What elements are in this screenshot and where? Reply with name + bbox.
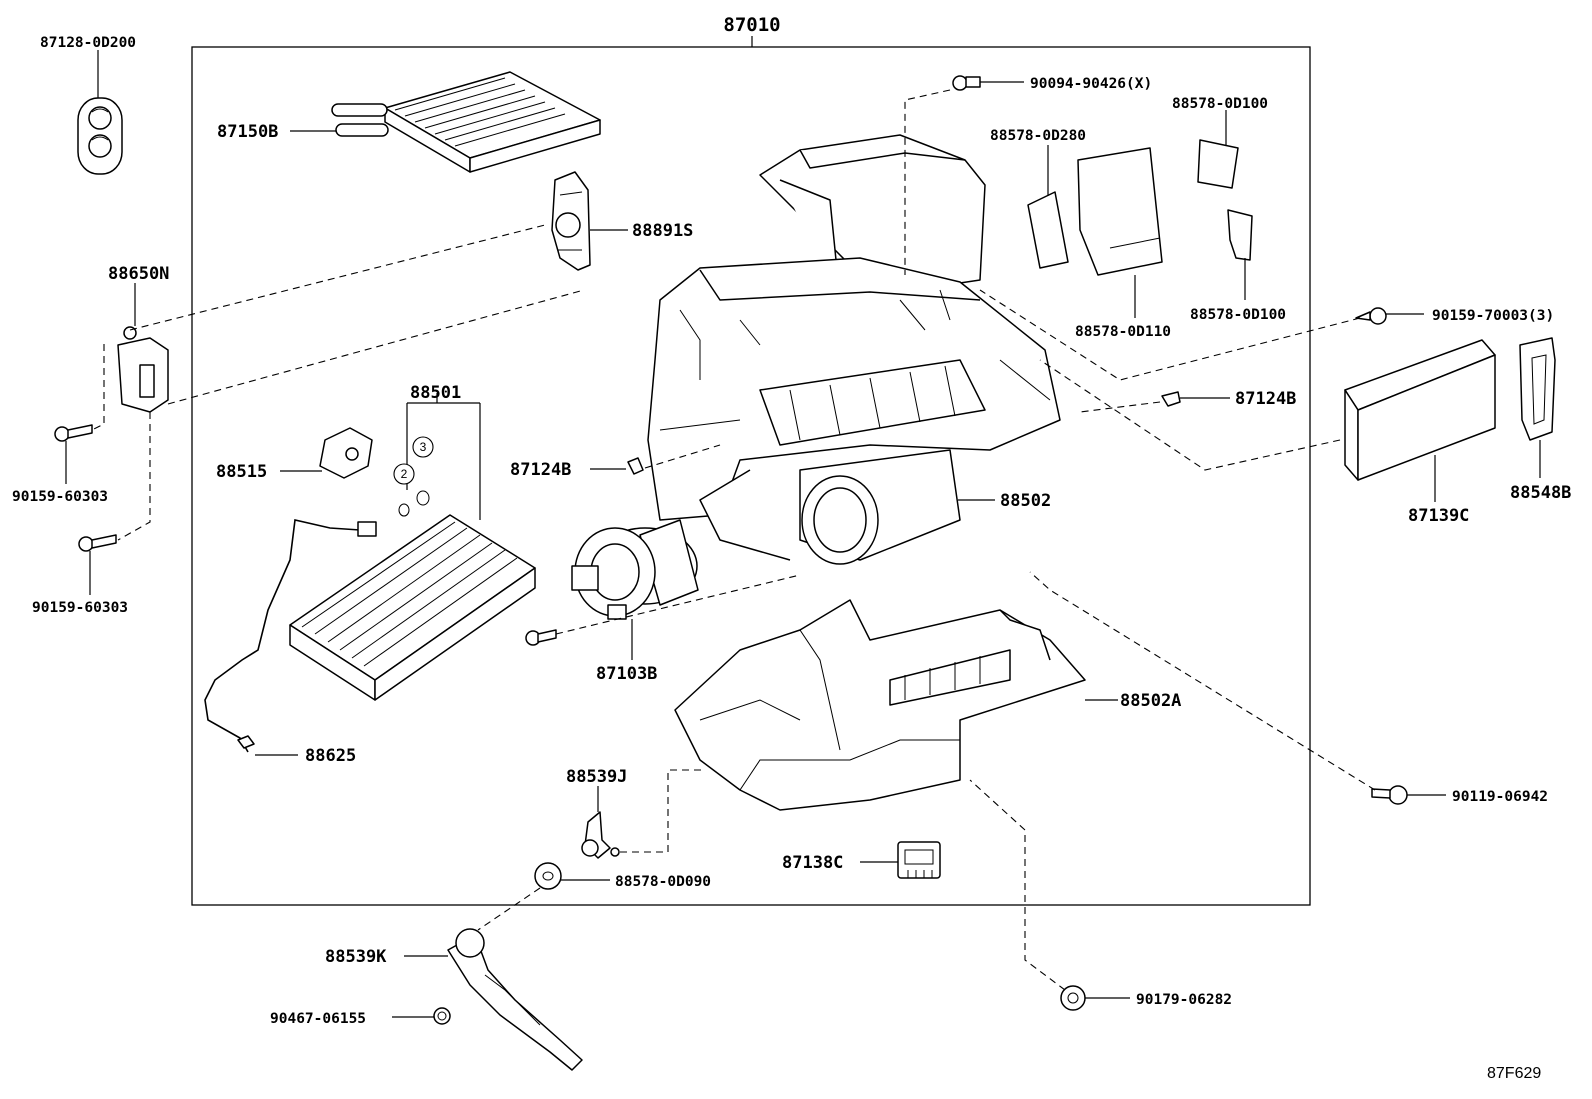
grommet-87128-0D200[interactable]: [77, 97, 123, 175]
label-88578-0D090: 88578-0D090: [615, 874, 711, 890]
label-88548B: 88548B: [1510, 483, 1571, 503]
label-90119-06942: 90119-06942: [1452, 789, 1548, 805]
label-87124B-left: 87124B: [510, 460, 571, 480]
screw-90159-60303-a[interactable]: [54, 424, 93, 442]
label-87124B-right: 87124B: [1235, 389, 1296, 409]
label-88502: 88502: [1000, 491, 1051, 511]
label-90467-06155: 90467-06155: [270, 1011, 366, 1027]
connector-87138C[interactable]: [897, 841, 941, 879]
label-87128-0D200: 87128-0D200: [40, 35, 136, 51]
clip-87124B-right[interactable]: [1161, 391, 1181, 407]
thermistor-88625[interactable]: [204, 519, 377, 753]
callout-2: 2: [393, 463, 415, 517]
label-88501: 88501: [410, 383, 461, 403]
label-88625: 88625: [305, 746, 356, 766]
servo-88650N[interactable]: [117, 326, 169, 413]
label-88539J: 88539J: [566, 767, 627, 787]
heater-core-87150B[interactable]: [331, 71, 601, 173]
duct-88539K[interactable]: [447, 928, 583, 1071]
hvac-case-88502[interactable]: [647, 134, 1061, 565]
callout-3: 3: [412, 436, 434, 506]
label-88578-0D110: 88578-0D110: [1075, 324, 1171, 340]
screw-motor[interactable]: [525, 629, 557, 646]
label-90159-60303-a: 90159-60303: [12, 489, 108, 505]
clip-87124B-left[interactable]: [627, 457, 644, 475]
label-87139C: 87139C: [1408, 506, 1469, 526]
label-90159-70003: 90159-70003(3): [1432, 308, 1554, 324]
label-90179-06282: 90179-06282: [1136, 992, 1232, 1008]
cover-88548B[interactable]: [1519, 337, 1556, 441]
plug-88578-0D090[interactable]: [534, 862, 562, 890]
svg-text:2: 2: [401, 467, 408, 481]
label-87103B: 87103B: [596, 664, 657, 684]
expansion-valve-88515[interactable]: [319, 427, 373, 479]
label-88502A: 88502A: [1120, 691, 1181, 711]
filter-87139C[interactable]: [1344, 339, 1496, 481]
label-87010: 87010: [723, 14, 780, 36]
assembly-frame: [191, 46, 1311, 906]
label-88891S: 88891S: [632, 221, 693, 241]
foam-88578-0D110[interactable]: [1077, 147, 1163, 276]
label-88539K: 88539K: [325, 947, 387, 967]
label-90094-90426: 90094-90426(X): [1030, 76, 1152, 92]
label-88578-0D100-a: 88578-0D100: [1172, 96, 1268, 112]
reference-code: 87F629: [1487, 1065, 1541, 1082]
screw-90159-70003[interactable]: [1355, 307, 1387, 325]
screw-90094-90426[interactable]: [952, 75, 981, 91]
label-88515: 88515: [216, 462, 267, 482]
foam-88578-0D280[interactable]: [1027, 191, 1069, 269]
label-87138C: 87138C: [782, 853, 843, 873]
screw-90159-60303-b[interactable]: [78, 534, 117, 552]
label-88578-0D280: 88578-0D280: [990, 128, 1086, 144]
svg-text:3: 3: [420, 440, 427, 454]
label-88650N: 88650N: [108, 264, 169, 284]
foam-88578-0D100-a[interactable]: [1197, 139, 1239, 189]
label-87150B: 87150B: [217, 122, 278, 142]
lower-case-88502A[interactable]: [674, 599, 1086, 811]
foam-88578-0D100-b[interactable]: [1227, 209, 1253, 261]
duct-88539J[interactable]: [581, 811, 620, 859]
cover-88891S[interactable]: [551, 171, 591, 271]
blower-motor-87103B[interactable]: [571, 519, 699, 620]
evaporator-88501[interactable]: [289, 514, 536, 701]
clip-90467-06155[interactable]: [433, 1007, 451, 1025]
screw-90119-06942[interactable]: [1371, 785, 1408, 805]
label-88578-0D100-b: 88578-0D100: [1190, 307, 1286, 323]
label-90159-60303-b: 90159-60303: [32, 600, 128, 616]
